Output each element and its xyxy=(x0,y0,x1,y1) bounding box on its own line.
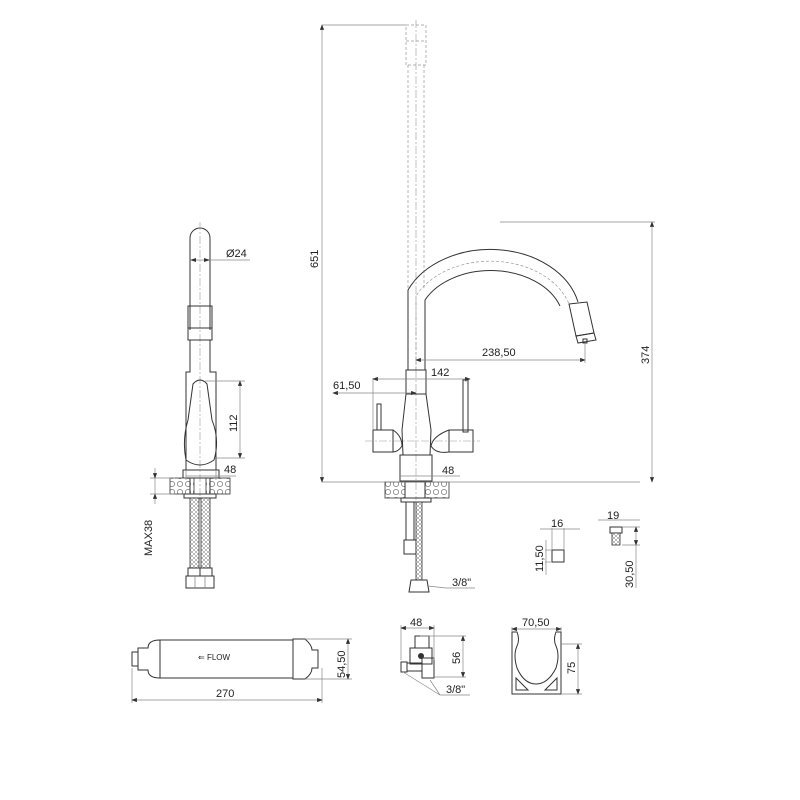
flow-label: ⇐ FLOW xyxy=(198,653,230,662)
side-view: Ø24 112 48 MAX38 xyxy=(143,222,250,589)
diameter-label: Ø24 xyxy=(226,248,247,260)
fitting-b: 19 30,50 xyxy=(598,510,640,588)
spout-reach-label: 238,50 xyxy=(482,347,516,359)
valve-connection-label: 3/8" xyxy=(446,684,465,696)
front-connection-label: 3/8" xyxy=(452,577,471,589)
mounting-clip: 70,50 75 xyxy=(511,617,582,695)
valve-width-label: 48 xyxy=(410,617,422,629)
max-countertop-label: MAX38 xyxy=(143,520,155,556)
fitting-a-height-label: 11,50 xyxy=(534,545,546,572)
filter-diameter-label: 54,50 xyxy=(336,650,348,678)
spout-height-label: 374 xyxy=(640,346,652,364)
handle-height-label: 112 xyxy=(228,414,240,432)
fitting-b-height-label: 30,50 xyxy=(624,560,636,588)
front-view: 651 374 238,50 142 61,50 48 3/8" xyxy=(309,20,655,593)
filter-length-label: 270 xyxy=(216,688,234,700)
side-base-width-label: 48 xyxy=(224,464,236,476)
front-base-width-label: 48 xyxy=(442,465,454,477)
filter-cartridge: ⇐ FLOW 270 54,50 xyxy=(131,638,352,703)
valve-height-label: 56 xyxy=(451,652,463,664)
fitting-a: 16 11,50 xyxy=(534,518,580,575)
clip-width-label: 70,50 xyxy=(522,617,550,629)
handle-span-label: 142 xyxy=(431,367,449,379)
left-handle-offset-label: 61,50 xyxy=(333,380,361,392)
fitting-b-width-label: 19 xyxy=(607,510,619,522)
fitting-a-width-label: 16 xyxy=(551,518,563,530)
total-height-label: 651 xyxy=(309,250,321,268)
angle-valve: 48 56 3/8" xyxy=(400,617,470,696)
clip-height-label: 75 xyxy=(566,662,578,674)
